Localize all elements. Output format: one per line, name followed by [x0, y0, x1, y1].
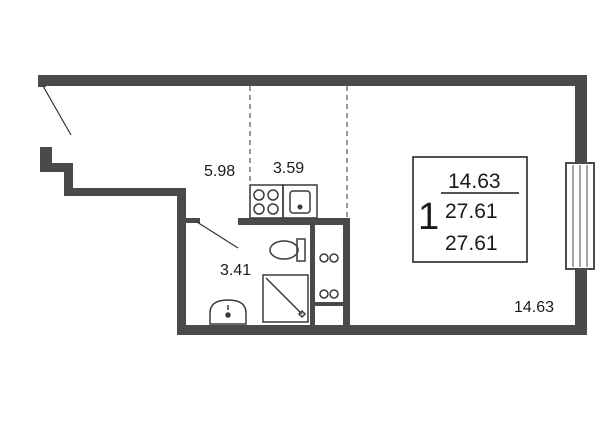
toilet-tank — [296, 238, 306, 262]
shower-diagonal — [265, 277, 303, 315]
total-area-value: 27.61 — [445, 200, 498, 223]
living-area-value: 14.63 — [448, 170, 501, 193]
total-area-with-balcony-value: 27.61 — [445, 232, 498, 255]
bathroom-fixtures — [209, 238, 339, 325]
wall-bottom — [177, 325, 587, 335]
wall-toilet-divider — [310, 225, 315, 325]
wall-bathroom-left — [177, 196, 186, 335]
area-label-living: 14.63 — [514, 299, 554, 316]
pipe-icon — [329, 289, 339, 299]
walls — [38, 75, 587, 335]
area-label-kitchen: 3.59 — [273, 160, 304, 177]
zone-dividers — [249, 86, 348, 218]
area-label-hall: 5.98 — [204, 163, 235, 180]
wall-left-stub — [38, 75, 46, 87]
wall-step-4 — [64, 188, 186, 196]
bathroom-door-swing — [196, 221, 239, 249]
wall-top — [38, 75, 587, 86]
kitchen-sink — [282, 184, 318, 219]
kitchen-sink-drain-icon — [297, 204, 303, 210]
toilet-bowl-icon — [269, 240, 299, 260]
wall-step-2 — [40, 163, 73, 172]
shower-tray — [262, 274, 309, 323]
stove-burner-icon — [253, 189, 265, 201]
kitchen-counter — [249, 184, 318, 219]
shower-drain-icon — [297, 309, 307, 319]
area-summary-box: 1 14.63 27.61 27.61 — [412, 156, 528, 263]
wall-partition-horizontal — [238, 218, 350, 225]
stove-burner-icon — [267, 203, 279, 215]
washbasin-drain-icon — [225, 312, 231, 318]
wall-shelf-divider — [315, 302, 343, 306]
wall-step-3 — [64, 163, 73, 196]
summary-frame — [412, 156, 528, 263]
stove-burner-icon — [253, 203, 265, 215]
entrance-door-swing — [42, 85, 72, 136]
washbasin-icon — [209, 299, 247, 325]
room-count: 1 — [418, 196, 439, 238]
pipe-icon — [329, 253, 339, 263]
pipe-icon — [319, 253, 329, 263]
stove-burner-icon — [267, 189, 279, 201]
area-label-bathroom: 3.41 — [220, 262, 251, 279]
pipe-icon — [319, 289, 329, 299]
wall-partition-vertical — [343, 218, 350, 328]
wall-door-stub — [186, 218, 200, 223]
kitchen-sink-basin — [289, 190, 311, 214]
window — [565, 162, 595, 270]
